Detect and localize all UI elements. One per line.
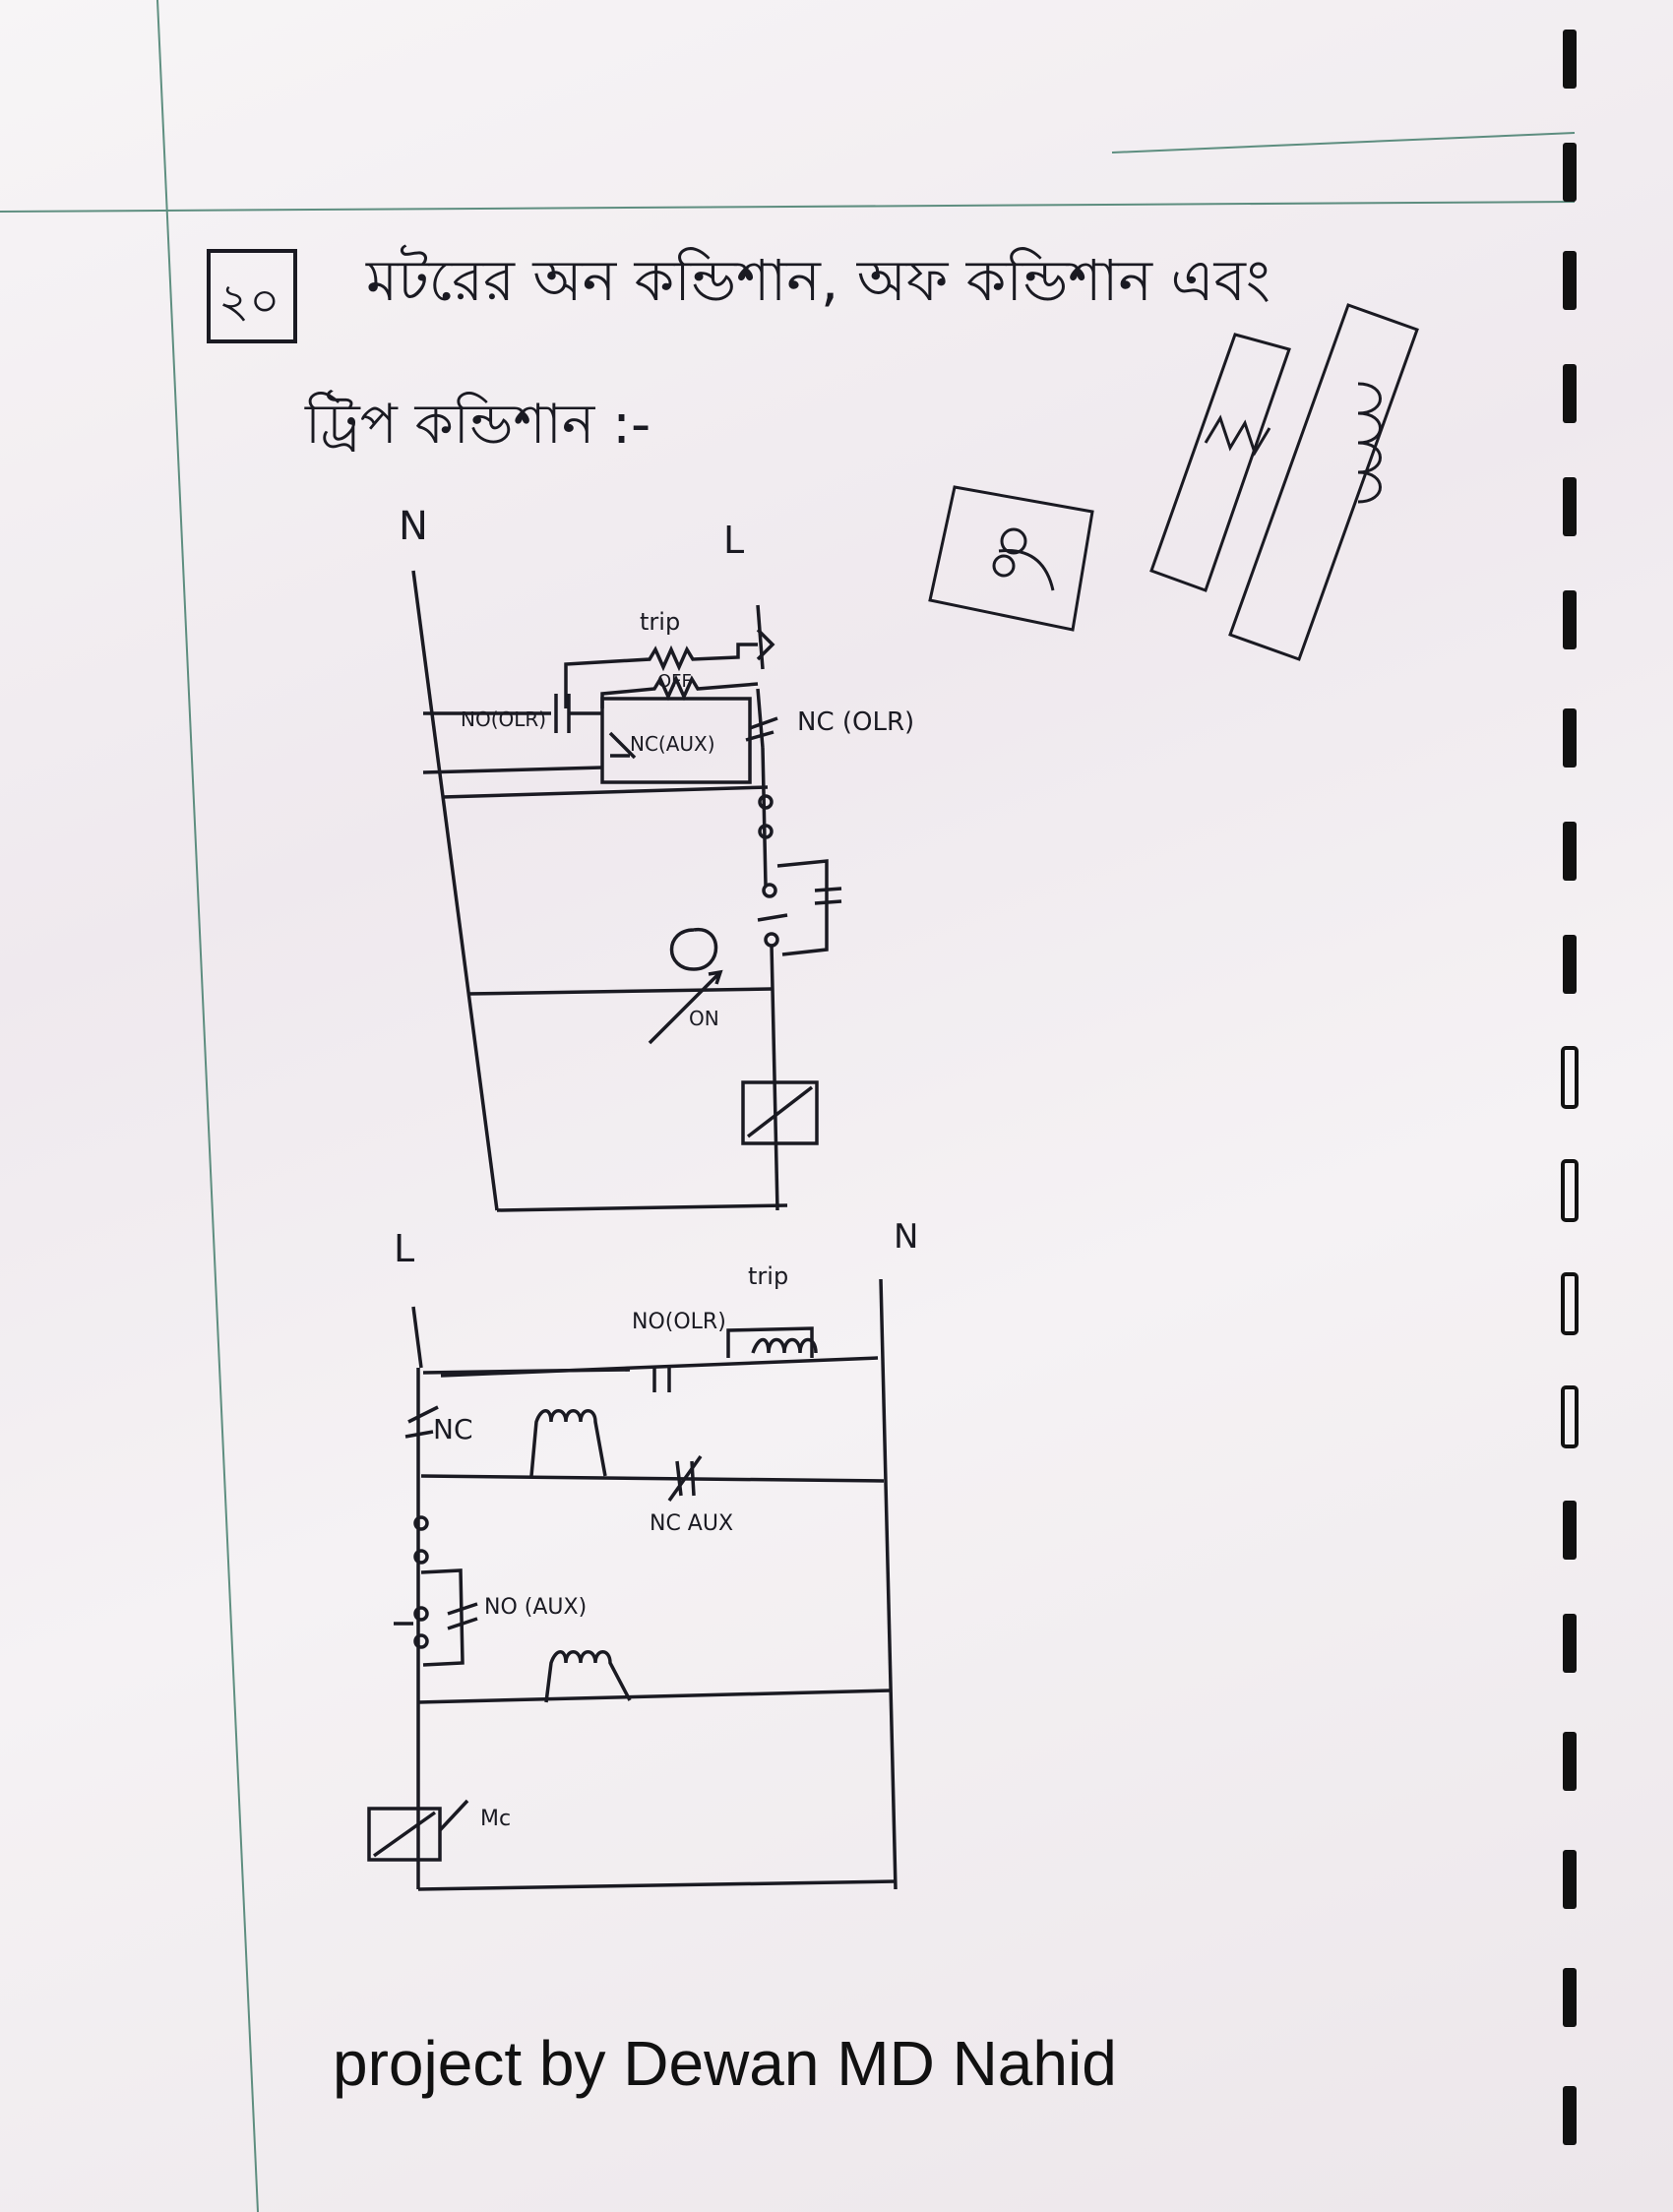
top-rule-line	[0, 201, 1576, 213]
diagram-1-labels: N L trip OFF NO(OLR) NC(AUX) NC (OLR) ON	[399, 504, 914, 1030]
contactor-coil-slash	[746, 1085, 814, 1138]
nc-aux-contact	[608, 731, 637, 760]
thermostat-arrowhead	[708, 969, 723, 985]
line-rail-1	[756, 604, 765, 670]
wire	[761, 747, 768, 887]
control-circuit-diagram-2	[367, 1278, 898, 1891]
start-button-contact	[762, 883, 777, 898]
pushbutton-contact	[413, 1515, 429, 1531]
nc-olr-label: NC (OLR)	[797, 707, 914, 737]
trip-coil-leads	[726, 1326, 814, 1358]
heading: ২০ মটরের অন কন্ডিশান, অফ কন্ডিশান এবং ট্…	[207, 245, 1270, 457]
neutral-label-1: N	[399, 504, 428, 549]
nc-aux-contact-plate	[675, 1460, 683, 1497]
no-olr-label-2: NO(OLR)	[632, 1310, 726, 1334]
rung-1	[442, 785, 769, 799]
nc-olr-contact	[745, 730, 775, 742]
side-sketches	[928, 303, 1419, 661]
switch-sketch-contact	[1000, 527, 1027, 555]
coil-turns	[1357, 382, 1382, 504]
no-aux-label: NO (AUX)	[484, 1595, 587, 1620]
trip-resistor	[564, 643, 758, 708]
question-number: ২০	[218, 274, 279, 329]
aux-coil	[529, 1409, 607, 1477]
pushbutton-contact	[413, 1549, 429, 1565]
spiral-binding	[1561, 30, 1579, 2145]
mc-label: Mc	[480, 1807, 511, 1831]
off-label: OFF	[657, 671, 692, 692]
neutral-rail-1	[411, 570, 499, 1211]
page-rules	[0, 0, 1576, 2212]
start-button-contact	[764, 932, 779, 948]
neutral-label-2: N	[894, 1217, 918, 1257]
nc-aux-slash	[667, 1454, 703, 1503]
rung-2	[466, 987, 773, 996]
nc-contact	[407, 1405, 439, 1424]
resistor-element-sketch	[1149, 333, 1291, 592]
line-label-1: L	[723, 519, 744, 562]
no-olr-label-1: NO(OLR)	[461, 707, 546, 731]
hold-contact	[814, 899, 842, 905]
mc-contactor-slash	[372, 1811, 437, 1858]
trip-label-2: trip	[748, 1262, 788, 1290]
resistor-zigzag	[1204, 414, 1271, 457]
nc-contact	[404, 1430, 434, 1439]
bottom-rail-2	[417, 1879, 897, 1891]
margin-rule-line	[156, 0, 259, 2212]
rung-c	[417, 1689, 892, 1704]
wire	[770, 944, 779, 1211]
trip-label-1: trip	[640, 608, 680, 636]
control-circuit-diagram-1	[411, 570, 842, 1212]
mc-link	[438, 1799, 469, 1832]
on-label: ON	[689, 1007, 719, 1030]
no-aux-branch	[420, 1568, 465, 1667]
start-button-bar	[757, 913, 788, 922]
nc-aux-label-1: NC(AUX)	[630, 732, 715, 756]
neutral-rail-2	[879, 1278, 898, 1890]
rung-a	[440, 1356, 879, 1378]
heading-line-2: ট্রিপ কন্ডিশান :-	[304, 390, 651, 457]
project-caption: project by Dewan MD Nahid	[333, 2028, 1117, 2099]
hold-contact	[814, 887, 842, 892]
heater-coil-2	[544, 1650, 632, 1703]
coil-element-sketch	[1228, 303, 1419, 661]
wire	[756, 688, 765, 749]
switch-sketch	[928, 485, 1094, 632]
contactor-coil-box	[741, 1080, 819, 1145]
nc-label: NC	[433, 1413, 473, 1445]
stop-button-contact	[758, 824, 774, 839]
pushbutton-contact	[413, 1633, 429, 1649]
question-number-box	[207, 249, 297, 343]
nc-olr-contact	[749, 716, 778, 730]
top-rule-line-right	[1111, 132, 1576, 154]
heading-line-1: মটরের অন কন্ডিশান, অফ কন্ডিশান এবং	[365, 245, 1270, 314]
off-resistor	[600, 674, 759, 708]
rung-b	[420, 1474, 885, 1483]
pushbutton-contact	[413, 1606, 429, 1622]
thermostat-arrow	[648, 972, 720, 1045]
mc-contactor-box	[367, 1807, 442, 1862]
heater-coil	[669, 928, 718, 971]
nc-aux-label-2: NC AUX	[650, 1511, 733, 1536]
no-aux-contact	[447, 1617, 478, 1630]
line-rail-2-top	[411, 1306, 423, 1369]
trip-coil	[751, 1337, 818, 1354]
hold-contact-branch	[776, 859, 829, 956]
bottom-rail-1	[496, 1203, 788, 1212]
diagram-2-labels: L N trip NO(OLR) NC NC AUX NO (AUX) Mc	[394, 1217, 918, 1831]
no-aux-contact	[447, 1602, 478, 1616]
wire	[422, 766, 603, 774]
switch-sketch-contact	[992, 554, 1016, 578]
stop-button-contact	[758, 794, 774, 810]
line-label-2: L	[394, 1227, 414, 1270]
fuse-mark	[756, 628, 775, 661]
switch-sketch-lever	[998, 549, 1055, 591]
